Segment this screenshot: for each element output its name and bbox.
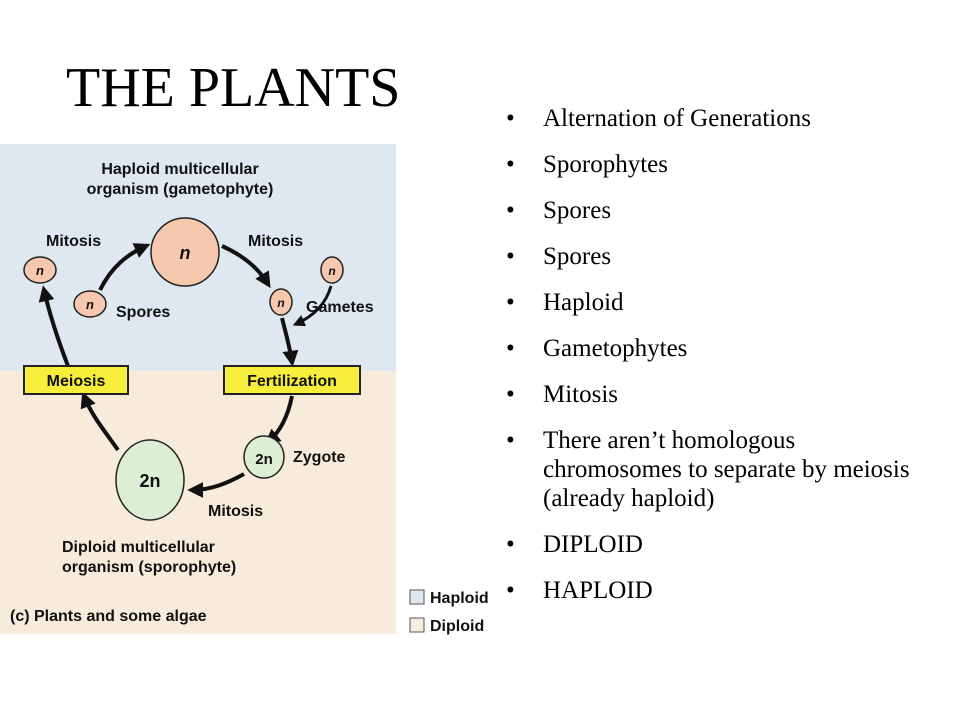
n-label: n xyxy=(86,297,94,312)
legend-swatch-haploid xyxy=(409,589,425,605)
haploid-organism-label: Haploid multicellular xyxy=(101,161,258,178)
arrow xyxy=(80,391,120,452)
gamete-cell xyxy=(320,256,344,284)
arrow xyxy=(38,285,70,367)
arrow xyxy=(98,243,151,291)
meiosis-label: Meiosis xyxy=(47,373,106,390)
fertilization-box xyxy=(223,365,361,395)
life-cycle-diagram: Haploid multicellular organism (gametoph… xyxy=(0,144,396,634)
bullet-item: Haploid xyxy=(506,288,936,317)
diploid-region xyxy=(0,371,396,634)
diploid-organism-label: organism (sporophyte) xyxy=(62,559,236,576)
spore-cell xyxy=(23,256,57,284)
arrow xyxy=(187,472,245,498)
zygote-label: Zygote xyxy=(293,449,346,466)
legend-label-haploid: Haploid xyxy=(430,590,489,607)
diploid-organism-label: Diploid multicellular xyxy=(62,539,215,556)
legend: Haploid Diploid xyxy=(409,589,489,635)
spores-label: Spores xyxy=(116,304,170,321)
legend-label-diploid: Diploid xyxy=(430,618,484,635)
bullet-item: Alternation of Generations xyxy=(506,104,936,133)
mitosis-label: Mitosis xyxy=(46,233,101,250)
bullet-item: Spores xyxy=(506,242,936,271)
mitosis-label: Mitosis xyxy=(248,233,303,250)
bullet-item: DIPLOID xyxy=(506,530,936,559)
n-label: n xyxy=(277,296,284,310)
arrow xyxy=(280,317,299,367)
bullet-item: HAPLOID xyxy=(506,576,936,605)
bullet-item: There aren’t homologous chromosomes to s… xyxy=(506,426,936,513)
n-label: n xyxy=(180,243,191,263)
spore-cell xyxy=(73,290,107,318)
fertilization-label: Fertilization xyxy=(247,373,337,390)
diagram-caption: (c) Plants and some algae xyxy=(10,608,207,625)
bullet-list: Alternation of Generations Sporophytes S… xyxy=(506,104,936,622)
arrow xyxy=(221,244,271,289)
gametophyte-cell xyxy=(150,217,220,287)
arrow xyxy=(292,285,333,327)
meiosis-box xyxy=(23,365,129,395)
bullet-item: Mitosis xyxy=(506,380,936,409)
bullet-item: Spores xyxy=(506,196,936,225)
n-label: n xyxy=(328,264,335,278)
haploid-organism-label: organism (gametophyte) xyxy=(87,181,274,198)
slide-title: THE PLANTS xyxy=(66,57,401,119)
two-n-label: 2n xyxy=(139,471,160,491)
sporophyte-cell xyxy=(115,439,185,521)
gamete-cell xyxy=(269,288,293,316)
zygote-cell xyxy=(243,435,285,479)
bullet-item: Sporophytes xyxy=(506,150,936,179)
bullet-item: Gametophytes xyxy=(506,334,936,363)
mitosis-label: Mitosis xyxy=(208,503,263,520)
two-n-label: 2n xyxy=(255,451,273,468)
legend-swatch-diploid xyxy=(409,617,425,633)
n-label: n xyxy=(36,263,44,278)
gametes-label: Gametes xyxy=(306,299,374,316)
